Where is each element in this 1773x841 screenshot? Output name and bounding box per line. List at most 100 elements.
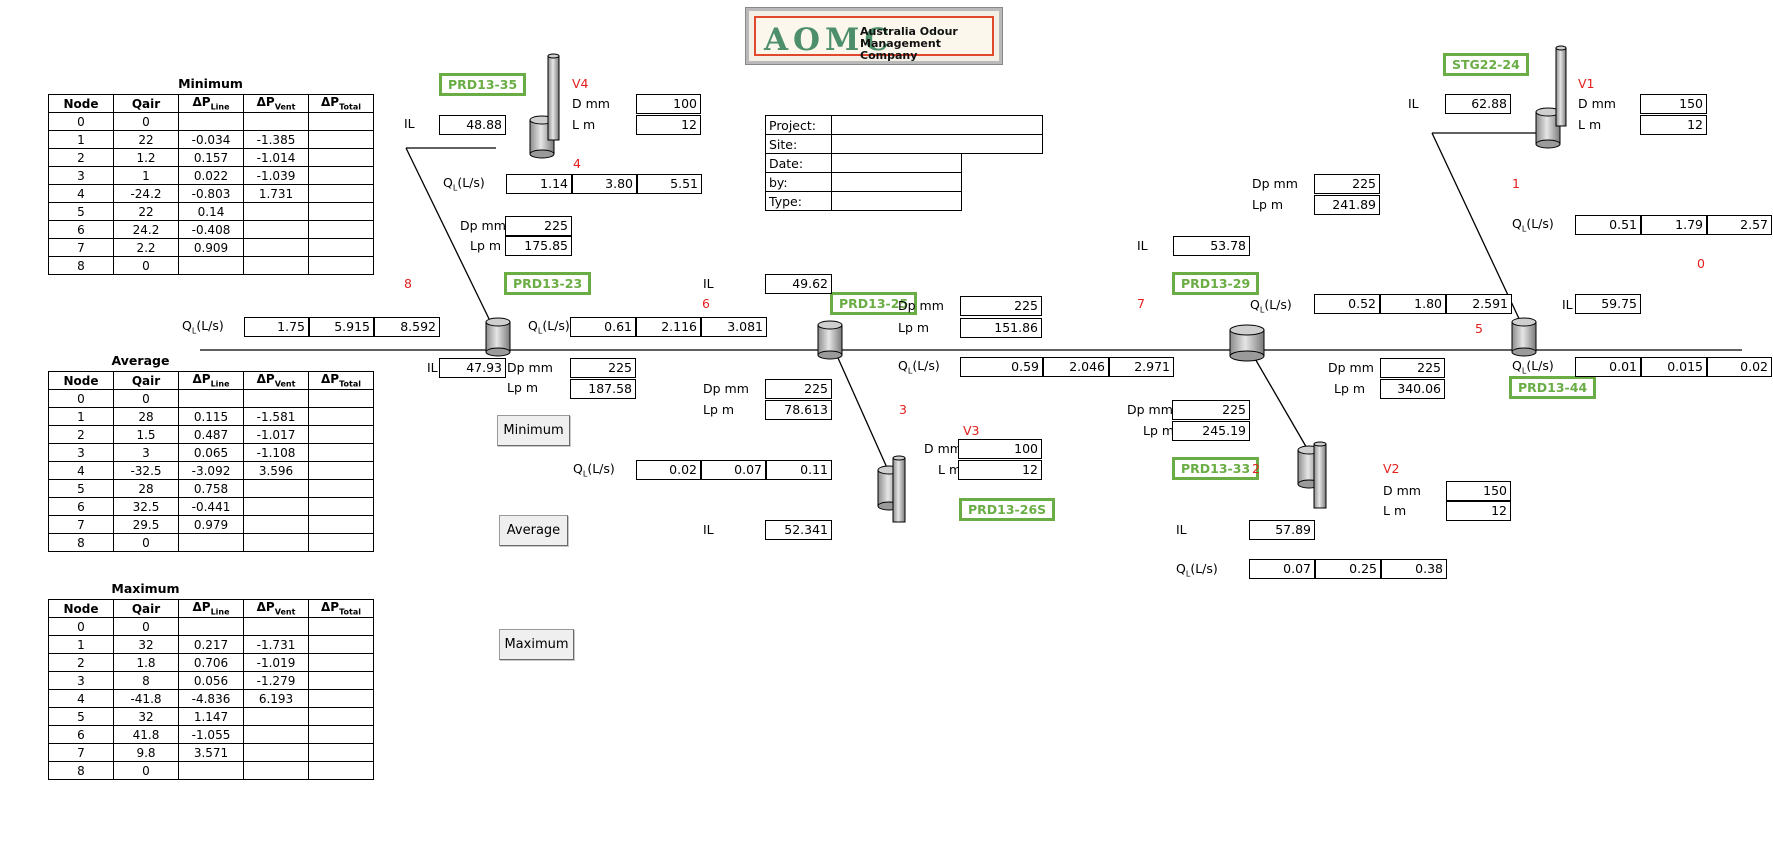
n1-lp-value[interactable]: 241.89 bbox=[1314, 195, 1380, 215]
ql-min[interactable]: 0.07 bbox=[1249, 559, 1315, 579]
n6-dp-value[interactable]: 225 bbox=[765, 379, 832, 399]
average-button[interactable]: Average bbox=[499, 515, 568, 546]
ql-avg[interactable]: 0.015 bbox=[1641, 357, 1707, 377]
node-label-v2: V2 bbox=[1383, 461, 1400, 476]
ql-avg[interactable]: 1.80 bbox=[1380, 294, 1446, 314]
v1-d-value[interactable]: 150 bbox=[1640, 94, 1707, 114]
cell-node: 3 bbox=[48, 671, 114, 690]
cell-node: 8 bbox=[48, 533, 114, 552]
n5-il-value[interactable]: 59.75 bbox=[1575, 294, 1641, 314]
cell-node: 0 bbox=[48, 112, 114, 131]
n7-dp-value[interactable]: 225 bbox=[960, 296, 1042, 316]
ql-max[interactable]: 8.592 bbox=[374, 317, 440, 337]
ql-label: QL(L/s) bbox=[443, 175, 485, 193]
cell-qair: 0 bbox=[113, 761, 179, 780]
n6-lp-value[interactable]: 78.613 bbox=[765, 400, 832, 420]
ql-min[interactable]: 0.51 bbox=[1575, 215, 1641, 235]
ql-max[interactable]: 0.38 bbox=[1381, 559, 1447, 579]
n7-lp-value[interactable]: 151.86 bbox=[960, 318, 1042, 338]
v2-d-value[interactable]: 150 bbox=[1446, 481, 1511, 501]
maximum-button[interactable]: Maximum bbox=[499, 629, 574, 660]
ql-max[interactable]: 2.971 bbox=[1109, 357, 1174, 377]
ql-avg[interactable]: 2.116 bbox=[636, 317, 701, 337]
n2-lp-value[interactable]: 245.19 bbox=[1172, 421, 1250, 441]
n5-lp-value[interactable]: 340.06 bbox=[1380, 379, 1445, 399]
ql-max[interactable]: 2.591 bbox=[1446, 294, 1512, 314]
v3-l-value[interactable]: 12 bbox=[958, 460, 1042, 480]
cell-qair: 24.2 bbox=[113, 220, 179, 239]
site-field[interactable] bbox=[831, 134, 1043, 154]
cell-dp-vent bbox=[243, 533, 309, 552]
header-qair: Qair bbox=[113, 94, 179, 113]
n8-il-value[interactable]: 47.93 bbox=[439, 358, 506, 378]
cell-qair: -32.5 bbox=[113, 461, 179, 480]
ql-avg[interactable]: 0.07 bbox=[701, 460, 766, 480]
cell-node: 4 bbox=[48, 689, 114, 708]
v1-l-value[interactable]: 12 bbox=[1640, 115, 1707, 135]
dp-mm-label: Dp mm bbox=[1252, 176, 1298, 191]
cell-node: 2 bbox=[48, 653, 114, 672]
ql-avg[interactable]: 5.915 bbox=[309, 317, 374, 337]
minimum-button[interactable]: Minimum bbox=[497, 415, 570, 446]
n5-dp-value[interactable]: 225 bbox=[1380, 358, 1445, 378]
n8-dp-value[interactable]: 225 bbox=[570, 358, 636, 378]
type-field[interactable] bbox=[831, 191, 962, 211]
cell-dp-total bbox=[308, 148, 374, 167]
n6-il-value[interactable]: 49.62 bbox=[765, 274, 832, 294]
n1-dp-value[interactable]: 225 bbox=[1314, 174, 1380, 194]
ql-min[interactable]: 0.61 bbox=[570, 317, 636, 337]
cell-dp-total bbox=[308, 653, 374, 672]
ql-label: QL(L/s) bbox=[573, 461, 615, 479]
vent-stack-v4 bbox=[529, 53, 560, 159]
cell-qair: 28 bbox=[113, 407, 179, 426]
ql-avg[interactable]: 0.25 bbox=[1315, 559, 1381, 579]
ql-avg[interactable]: 1.79 bbox=[1641, 215, 1707, 235]
n2-dp-value[interactable]: 225 bbox=[1172, 400, 1250, 420]
v4-d-value[interactable]: 100 bbox=[636, 94, 701, 114]
ql-avg[interactable]: 2.046 bbox=[1043, 357, 1109, 377]
cell-dp-vent bbox=[243, 389, 309, 408]
n7-il-value[interactable]: 53.78 bbox=[1173, 236, 1250, 256]
logo-line2: Management Company bbox=[860, 37, 941, 62]
cell-dp-vent: 1.731 bbox=[243, 184, 309, 203]
seg8-lp-value[interactable]: 175.85 bbox=[505, 236, 572, 256]
ql-min[interactable]: 1.14 bbox=[506, 174, 572, 194]
ql-min[interactable]: 0.02 bbox=[636, 460, 701, 480]
v4-l-value[interactable]: 12 bbox=[636, 115, 701, 135]
project-field[interactable] bbox=[831, 115, 1043, 135]
cell-dp-line: 0.157 bbox=[178, 148, 244, 167]
v4-il-value[interactable]: 48.88 bbox=[439, 115, 506, 135]
n7-ql-values: 0.59 2.046 2.971 bbox=[960, 357, 1174, 377]
v2-l-value[interactable]: 12 bbox=[1446, 501, 1511, 521]
ql-min[interactable]: 0.59 bbox=[960, 357, 1043, 377]
ql-max[interactable]: 2.57 bbox=[1707, 215, 1772, 235]
cell-qair: 29.5 bbox=[113, 515, 179, 534]
ql-max[interactable]: 3.081 bbox=[701, 317, 767, 337]
v3-d-value[interactable]: 100 bbox=[958, 439, 1042, 459]
cell-dp-line: -0.441 bbox=[178, 497, 244, 516]
seg8-dp-value[interactable]: 225 bbox=[505, 216, 572, 236]
date-field[interactable] bbox=[831, 153, 962, 173]
ql-min[interactable]: 0.52 bbox=[1314, 294, 1380, 314]
by-field[interactable] bbox=[831, 172, 962, 192]
cell-qair: 0 bbox=[113, 389, 179, 408]
ql-max[interactable]: 0.02 bbox=[1707, 357, 1772, 377]
v2-il-value[interactable]: 57.89 bbox=[1249, 520, 1315, 540]
ql-max[interactable]: 5.51 bbox=[637, 174, 702, 194]
ql-max[interactable]: 0.11 bbox=[766, 460, 832, 480]
n8-lp-value[interactable]: 187.58 bbox=[570, 379, 636, 399]
v1-il-value[interactable]: 62.88 bbox=[1445, 94, 1511, 114]
ql-min[interactable]: 0.01 bbox=[1575, 357, 1641, 377]
ql-avg[interactable]: 3.80 bbox=[572, 174, 637, 194]
cell-dp-total bbox=[308, 220, 374, 239]
ql-label: QL(L/s) bbox=[182, 318, 224, 336]
v3-il-value[interactable]: 52.341 bbox=[765, 520, 832, 540]
ql-min[interactable]: 1.75 bbox=[244, 317, 309, 337]
il-label: IL bbox=[427, 360, 438, 375]
